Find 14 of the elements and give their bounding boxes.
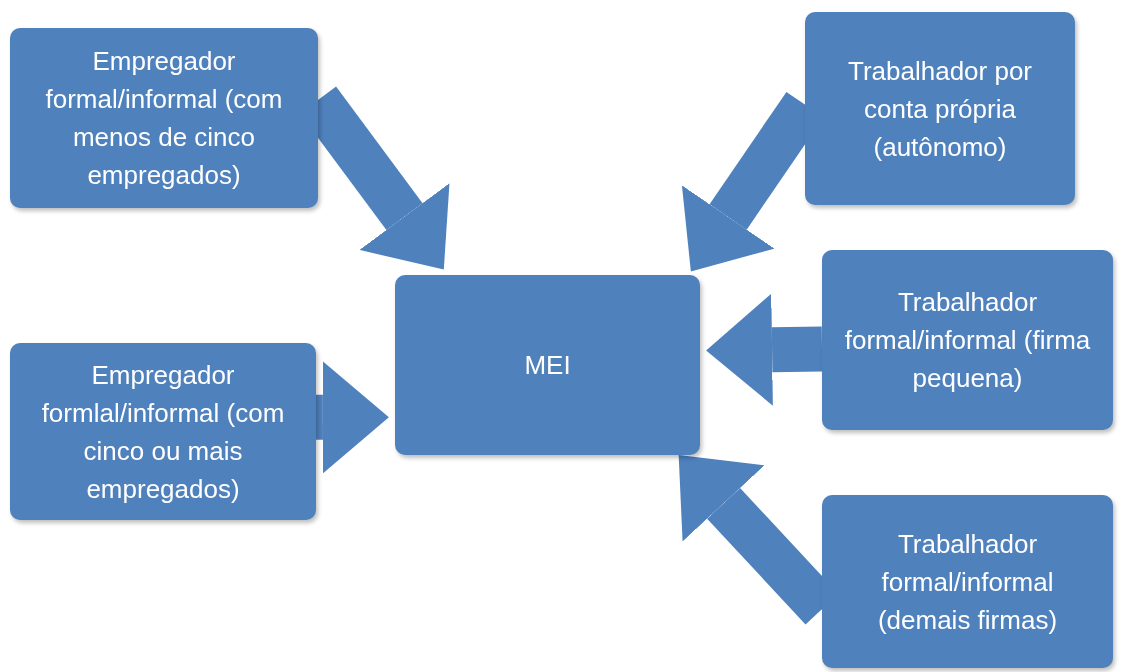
box-label: Empregador formal/informal (com menos de cinco empregados) <box>44 45 284 192</box>
process-box <box>822 250 1113 430</box>
block-arrow <box>316 361 389 474</box>
process-box <box>10 28 318 208</box>
box-label: Trabalhador por conta própria (autônomo) <box>847 54 1033 164</box>
process-box <box>395 275 700 455</box>
box-label: Empregador formlal/informal (com cinco ou mais empregados) <box>40 358 286 506</box>
process-box <box>805 12 1075 205</box>
block-arrow <box>706 293 823 406</box>
process-box <box>822 495 1113 668</box>
box-label: MEI <box>524 349 571 382</box>
process-box <box>10 343 316 520</box>
box-label: Trabalhador formal/informal (firma pequena) <box>843 286 1092 395</box>
box-label: Trabalhador formal/informal (demais firmas) <box>876 527 1059 637</box>
